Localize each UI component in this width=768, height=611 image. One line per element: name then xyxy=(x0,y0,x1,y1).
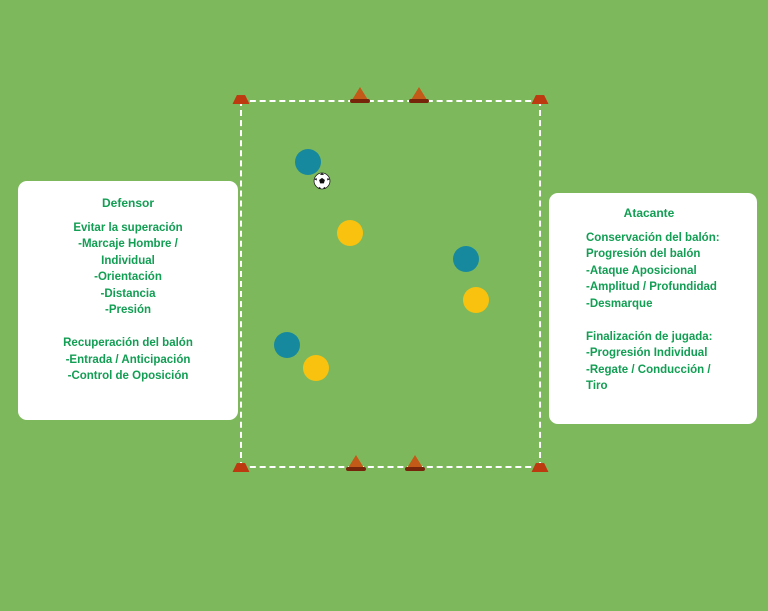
card-line xyxy=(586,312,749,329)
card-line: Finalización de jugada: xyxy=(586,330,713,343)
corner-cone-marker xyxy=(531,95,549,105)
corner-cone-marker xyxy=(531,463,549,473)
card-line: -Ataque Aposicional xyxy=(586,264,697,277)
defender-card-title: Defensor xyxy=(101,196,154,210)
attacker-card: Atacante Conservación del balón: Progresi… xyxy=(549,193,757,424)
card-line: -Orientación xyxy=(94,271,162,283)
player-teal xyxy=(295,149,321,175)
player-yellow xyxy=(337,220,363,246)
cone-marker xyxy=(403,453,427,471)
card-line: Progresión del balón xyxy=(586,248,701,260)
player-teal xyxy=(274,332,300,358)
card-line: -Distancia xyxy=(100,287,156,300)
player-yellow xyxy=(463,287,489,313)
cone-marker xyxy=(344,453,368,471)
card-line xyxy=(34,319,222,336)
attacker-card-lines: Conservación del balón: Progresión del ba… xyxy=(549,230,749,395)
card-line: Recuperación del balón xyxy=(63,337,193,349)
defender-card-lines: Evitar la superación -Marcaje Hombre / Ind… xyxy=(34,220,222,385)
card-line: -Presión xyxy=(104,304,151,316)
pitch-area xyxy=(240,100,541,468)
card-line: -Entrada / Anticipación xyxy=(65,353,191,366)
card-line: Individual xyxy=(101,254,155,267)
corner-cone-marker xyxy=(232,463,250,473)
card-line: Conservación del balón: xyxy=(586,231,720,244)
card-line: -Regate / Conducción / xyxy=(586,363,711,376)
defender-card: Defensor Evitar la superación -Marcaje Ho… xyxy=(18,181,238,420)
soccer-ball-icon xyxy=(313,172,331,190)
card-line: -Progresión Individual xyxy=(586,347,708,359)
soccer-ball xyxy=(313,172,331,190)
card-line: Tiro xyxy=(586,380,608,392)
player-yellow xyxy=(303,355,329,381)
card-line: -Desmarque xyxy=(586,297,653,310)
card-line: -Marcaje Hombre / xyxy=(78,238,178,250)
card-line: -Amplitud / Profundidad xyxy=(586,281,717,293)
card-line: -Control de Oposición xyxy=(67,370,189,382)
card-line: Evitar la superación xyxy=(73,221,183,234)
attacker-card-title: Atacante xyxy=(623,206,675,220)
cone-marker xyxy=(407,85,431,103)
player-teal xyxy=(453,246,479,272)
cone-marker xyxy=(348,85,372,103)
corner-cone-marker xyxy=(232,95,250,105)
